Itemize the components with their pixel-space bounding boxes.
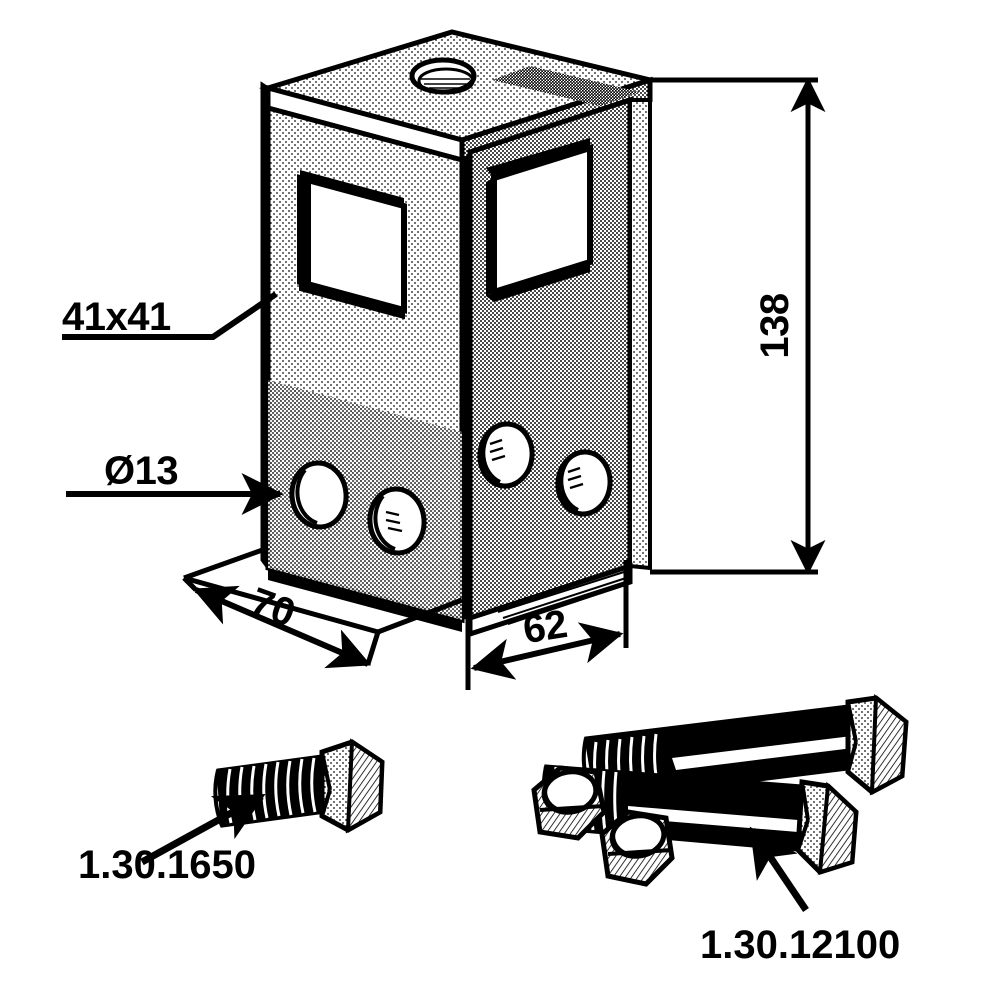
depth-dimension-line — [192, 585, 372, 669]
bracket-right-wall — [462, 96, 652, 638]
front-cutout-left-thickness — [299, 176, 311, 288]
long-bolt-upper-highlight — [672, 736, 853, 770]
front-hole-2 — [367, 486, 427, 556]
short-bolt-head-face — [345, 738, 385, 834]
cutout-leader-line — [62, 291, 278, 340]
height-dimension-label: 138 — [753, 293, 797, 358]
short-bolt-pointer-arrow — [140, 792, 266, 866]
depth-extension-right — [377, 597, 463, 635]
depth-dimension-label: 70 — [244, 580, 300, 636]
width-dimension-label: 62 — [520, 602, 570, 652]
dimension-width-62: 62 — [465, 560, 629, 690]
dimension-height-138: 138 — [650, 77, 826, 575]
front-cutout-bottom-thickness — [299, 280, 405, 320]
top-plate-hole-shading — [421, 78, 470, 89]
top-plate-recess-shade — [492, 66, 640, 106]
long-bolt-upper-head-facet-2 — [846, 741, 858, 773]
right-cutout-left-thickness — [486, 178, 494, 296]
right-face-holes — [477, 421, 613, 517]
hex-nut-2 — [599, 809, 675, 887]
depth-extension-left — [183, 545, 269, 581]
long-bolt-upper-head-facet — [846, 701, 858, 743]
short-bolt-head-facet-2 — [320, 789, 332, 817]
short-bolt-shank — [216, 754, 328, 828]
right-wall-outer-thickness — [628, 98, 652, 571]
front-hole-2-shading — [385, 510, 403, 533]
depth-guide-upper — [183, 575, 379, 635]
hole-dimension-label: Ø13 — [104, 449, 178, 493]
long-bolt-pointer-arrow — [749, 826, 809, 912]
right-hole-2 — [555, 449, 613, 517]
right-face-square-cutout — [486, 138, 593, 302]
hex-nut-2-facet — [607, 848, 673, 856]
depth-guide-left — [182, 576, 198, 592]
right-cutout-bottom-thickness — [486, 262, 590, 302]
right-hole-1-inner-arc — [481, 426, 501, 484]
right-wall-bottom-shading — [497, 571, 629, 625]
long-bolt-lower-head-face — [817, 781, 859, 875]
top-plate-hole-inner — [417, 67, 475, 95]
front-wall-lower-shade — [268, 380, 462, 620]
short-bolt-head-facet-1 — [320, 751, 332, 791]
front-hole-2-inner-arc — [373, 494, 396, 551]
right-hole-1-shading — [489, 438, 506, 462]
dimension-hole-diameter: Ø13 — [66, 449, 284, 515]
right-hole-2-inner-arc — [559, 454, 579, 512]
front-cutout-top-thickness — [300, 170, 404, 206]
width-dimension-line — [470, 622, 624, 680]
front-hole-1-inner-arc — [295, 468, 318, 525]
bracket-front-wall — [260, 81, 465, 632]
front-hole-1 — [289, 460, 349, 530]
bracket-assembly — [258, 29, 660, 638]
hex-bolt-long-with-nuts: 1.30.12100 — [531, 693, 909, 967]
hex-bolt-short: 1.30.1650 — [78, 738, 385, 887]
cutout-dimension-label: 41x41 — [62, 295, 171, 339]
depth-guide-right — [365, 631, 381, 665]
long-bolt-part-number: 1.30.12100 — [700, 923, 900, 967]
right-cutout-top-thickness — [486, 138, 590, 178]
hex-nut-1-facet — [539, 804, 605, 812]
dimension-cutout-41x41: 41x41 — [62, 291, 278, 340]
right-hole-1 — [477, 421, 535, 489]
front-face-holes — [289, 460, 427, 556]
long-bolt-lower-head-facet-2 — [796, 819, 810, 851]
front-face-square-cutout — [297, 170, 407, 320]
short-bolt-part-number: 1.30.1650 — [78, 843, 256, 887]
long-bolt-lower-head-facet — [800, 781, 810, 821]
long-bolt-lower-highlight — [628, 806, 798, 832]
long-bolt-upper-head-face — [869, 693, 909, 796]
right-hole-2-shading — [567, 466, 584, 490]
bracket-inner-corner — [462, 152, 470, 620]
hex-nut-1 — [531, 765, 607, 841]
